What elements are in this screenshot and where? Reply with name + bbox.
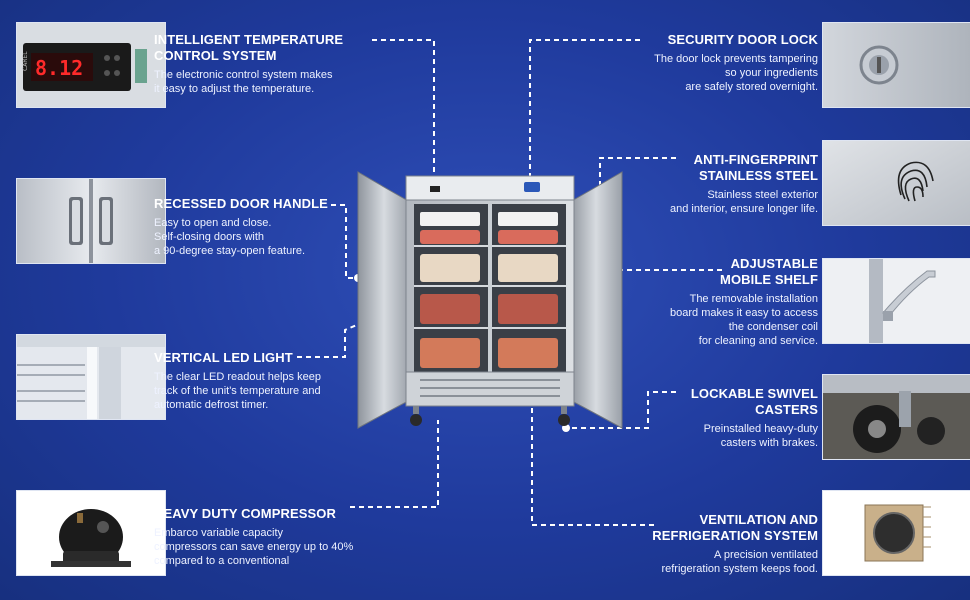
feature-compressor: HEAVY DUTY COMPRESSOR Embarco variable c… (154, 506, 384, 568)
feature-title: LOCKABLE SWIVEL CASTERS (690, 386, 818, 417)
feature-temperature-control: INTELLIGENT TEMPERATURE CONTROL SYSTEM T… (154, 32, 364, 96)
feature-door-lock: SECURITY DOOR LOCK The door lock prevent… (560, 32, 818, 94)
led-light-icon (17, 335, 165, 419)
door-handle-image (16, 178, 166, 264)
feature-title: RECESSED DOOR HANDLE (154, 196, 328, 211)
feature-title: VERTICAL LED LIGHT (154, 350, 293, 365)
ventilation-image (822, 490, 970, 576)
feature-led-light: VERTICAL LED LIGHT The clear LED readout… (154, 350, 354, 412)
feature-casters: LOCKABLE SWIVEL CASTERS Preinstalled hea… (640, 386, 818, 450)
condenser-coil-icon (823, 491, 970, 575)
temperature-display-icon: CAREL 8.12 (17, 23, 165, 107)
stainless-steel-image (822, 140, 970, 226)
caster-wheel-icon (823, 375, 970, 459)
shelf-bracket-icon (823, 259, 970, 343)
feature-title: VENTILATION AND REFRIGERATION SYSTEM (652, 512, 818, 543)
feature-door-handle: RECESSED DOOR HANDLE Easy to open and cl… (154, 196, 344, 258)
feature-description: Easy to open and close. Self-closing doo… (154, 217, 306, 257)
compressor-image (16, 490, 166, 576)
feature-stainless-steel: ANTI-FINGERPRINT STAINLESS STEEL Stainle… (600, 152, 818, 216)
svg-text:CAREL: CAREL (22, 51, 29, 71)
feature-description: The removable installation board makes i… (670, 293, 818, 347)
mobile-shelf-image (822, 258, 970, 344)
feature-mobile-shelf: ADJUSTABLE MOBILE SHELF The removable in… (620, 256, 818, 348)
svg-text:8.12: 8.12 (35, 56, 83, 80)
refrigerator-illustration (357, 171, 623, 429)
casters-image (822, 374, 970, 460)
feature-description: A precision ventilated refrigeration sys… (661, 549, 818, 575)
door-handle-icon (17, 179, 165, 263)
door-lock-image (822, 22, 970, 108)
feature-title: ANTI-FINGERPRINT STAINLESS STEEL (693, 152, 818, 183)
compressor-icon (17, 491, 165, 575)
temperature-controller-image: CAREL 8.12 (16, 22, 166, 108)
feature-description: Embarco variable capacity compressors ca… (154, 527, 354, 567)
feature-description: The electronic control system makes it e… (154, 69, 333, 95)
lock-icon (823, 23, 970, 107)
feature-description: The door lock prevents tampering so your… (654, 53, 818, 93)
feature-description: Stainless steel exterior and interior, e… (670, 189, 818, 215)
feature-title: HEAVY DUTY COMPRESSOR (154, 506, 336, 521)
feature-title: SECURITY DOOR LOCK (667, 32, 818, 47)
feature-title: ADJUSTABLE MOBILE SHELF (720, 256, 818, 287)
feature-title: INTELLIGENT TEMPERATURE CONTROL SYSTEM (154, 32, 344, 63)
feature-description: The clear LED readout helps keep track o… (154, 371, 321, 411)
fingerprint-icon (823, 141, 970, 225)
feature-ventilation: VENTILATION AND REFRIGERATION SYSTEM A p… (620, 512, 818, 576)
led-light-image (16, 334, 166, 420)
feature-description: Preinstalled heavy-duty casters with bra… (703, 423, 818, 449)
